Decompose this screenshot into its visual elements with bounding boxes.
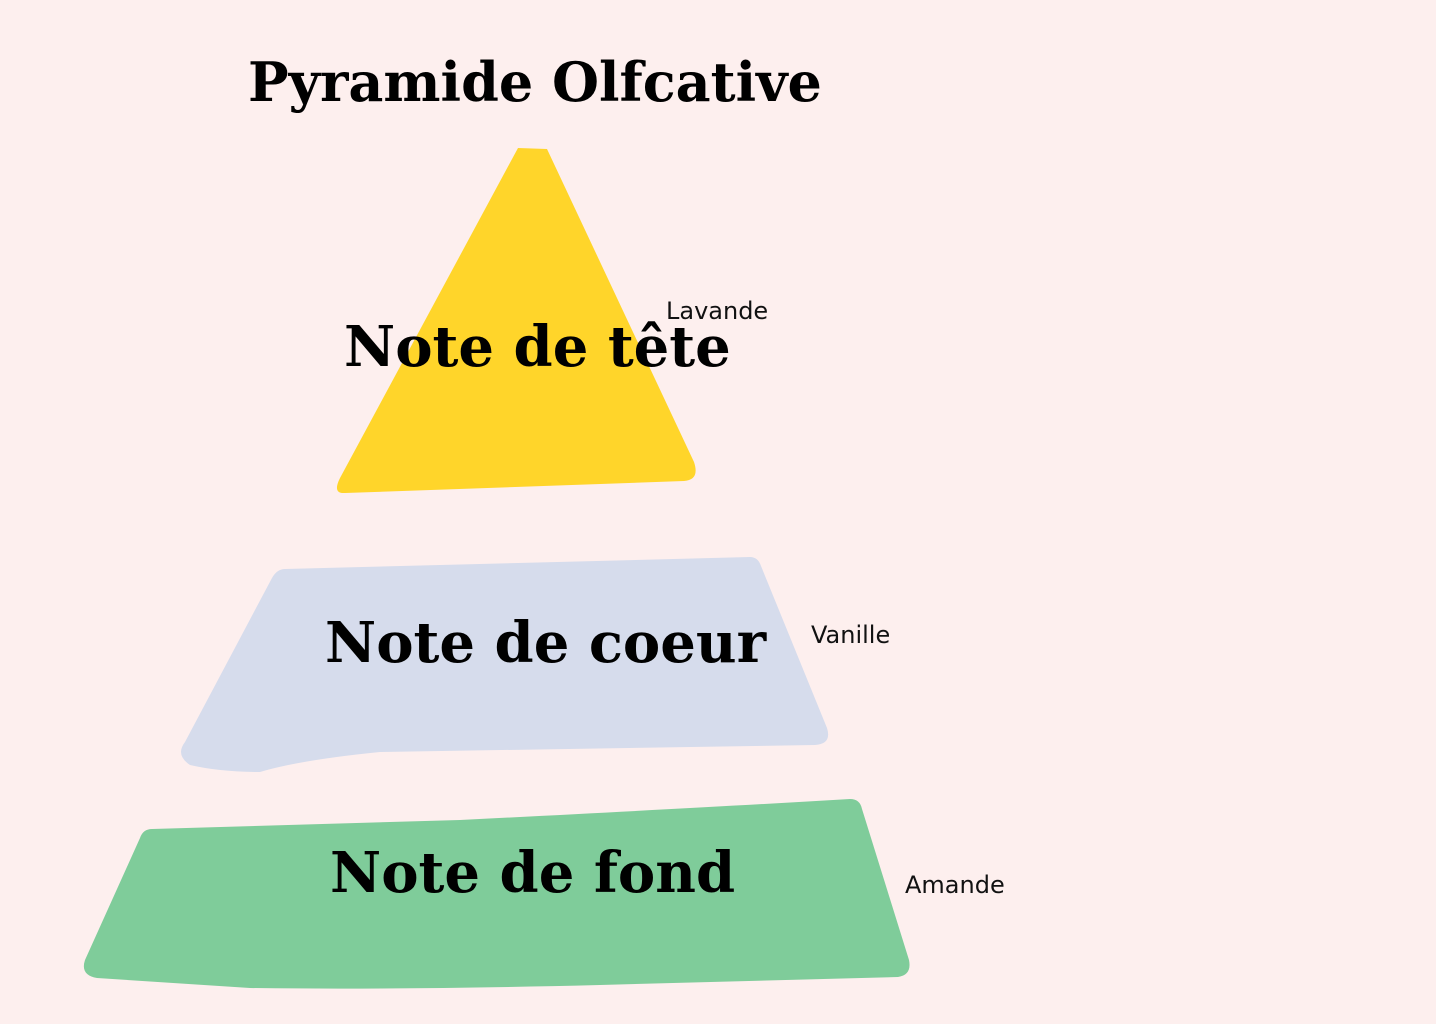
top-note-triangle: [336, 148, 696, 494]
heart-note-trapezoid: [181, 557, 829, 772]
top-note-label: Note de tête: [344, 314, 731, 380]
base-note-trapezoid: [83, 799, 910, 989]
top-note-ingredient: Lavande: [666, 297, 769, 325]
diagram-title: Pyramide Olfcative: [248, 50, 822, 114]
heart-note-ingredient: Vanille: [811, 621, 891, 649]
base-note-label: Note de fond: [330, 840, 736, 906]
heart-note-label: Note de coeur: [325, 610, 767, 676]
base-note-ingredient: Amande: [905, 871, 1005, 899]
